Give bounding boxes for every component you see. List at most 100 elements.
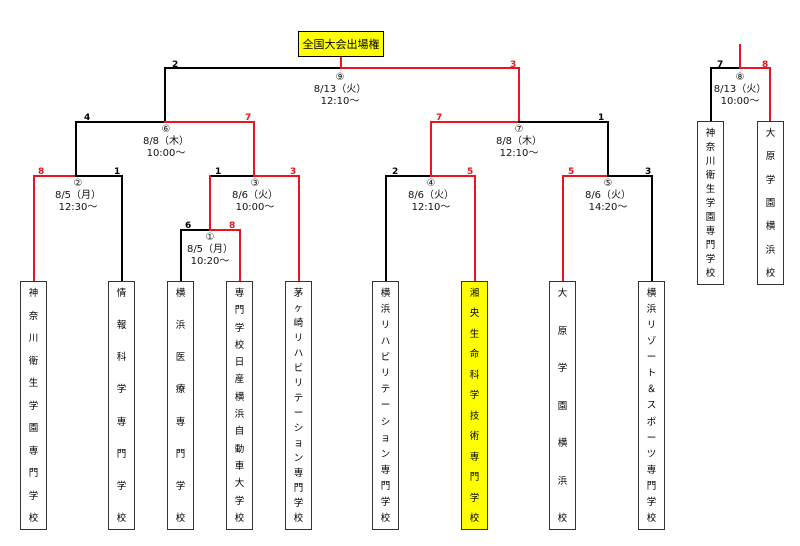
team-name-char: 科 xyxy=(116,352,127,364)
team-name-char: テ xyxy=(380,384,391,396)
team-name-char: 浜 xyxy=(765,244,776,256)
score-m6-right: 7 xyxy=(245,113,252,123)
match-time: 12:10～ xyxy=(499,148,539,159)
team-name-char: シ xyxy=(293,423,304,434)
match-info-m5: ⑤ 8/6（火） 14:20～ xyxy=(568,178,648,214)
team-name-char: 川 xyxy=(705,156,716,167)
score-m3-left: 1 xyxy=(215,167,222,177)
team-name-char: 校 xyxy=(705,268,716,279)
team-name-char: ー xyxy=(380,400,391,412)
team-name-char: 横 xyxy=(765,221,776,233)
team-name-char: 技 xyxy=(469,410,480,422)
match-time: 10:00～ xyxy=(146,148,186,159)
team-name-char: 校 xyxy=(116,512,127,524)
team-name-char: シ xyxy=(380,416,391,428)
team-name-char: ハ xyxy=(293,348,304,359)
score-m2-left: 8 xyxy=(38,167,45,177)
team-name-char: 学 xyxy=(175,480,186,492)
team-name-char: 門 xyxy=(705,240,716,251)
team-name-char: リ xyxy=(646,320,657,332)
match-number: ④ xyxy=(426,178,436,189)
team-name-char: ス xyxy=(646,400,657,412)
team-name-char: 校 xyxy=(646,512,657,524)
match-date: 8/8（木） xyxy=(495,136,543,147)
team-name-char: 横 xyxy=(557,438,568,449)
team-name-char: ヶ xyxy=(293,303,304,314)
team-name-char: ョ xyxy=(293,438,304,449)
team-name-char: ポ xyxy=(646,416,657,428)
team-name-char: 門 xyxy=(234,305,245,317)
team-name-char: 学 xyxy=(380,496,391,508)
match-info-m2: ② 8/5（月） 12:30～ xyxy=(38,178,118,214)
match-info-m4: ④ 8/6（火） 12:10～ xyxy=(391,178,471,214)
team-name-char: 神 xyxy=(705,128,716,139)
team-name-char: ー xyxy=(646,352,657,364)
team-name-char: 学 xyxy=(116,384,127,396)
score-m5-left: 5 xyxy=(568,167,575,177)
score-m7-left: 7 xyxy=(436,113,443,123)
team-name-char: 日 xyxy=(234,357,245,369)
match-date: 8/5（月） xyxy=(186,244,234,255)
team-box: 横浜リゾート＆スポーツ専門学校 xyxy=(638,281,665,530)
national-qualification-box: 全国大会出場権 xyxy=(298,31,384,57)
team-name-char: 門 xyxy=(380,480,391,492)
team-name-char: ゾ xyxy=(646,336,657,348)
team-name-char: 校 xyxy=(234,339,245,351)
match-date: 8/8（木） xyxy=(142,136,190,147)
team-name-char: 学 xyxy=(28,400,39,412)
team-name-char: 大 xyxy=(234,478,245,490)
team-name-char: 専 xyxy=(646,464,657,476)
team-name-char: ビ xyxy=(380,352,391,364)
team-name-char: ツ xyxy=(646,448,657,460)
score-m8-right: 8 xyxy=(762,60,769,70)
team-name-char: 浜 xyxy=(557,475,568,487)
team-name-char: 衛 xyxy=(28,355,39,367)
team-name-char: リ xyxy=(293,333,304,344)
team-name-char: 浜 xyxy=(175,320,186,332)
team-name-char: 校 xyxy=(28,513,39,524)
team-box: 大原学園横浜校 xyxy=(757,121,784,285)
team-name-char: 学 xyxy=(765,174,776,186)
match-date: 8/13（火） xyxy=(713,84,767,95)
team-name-char: 校 xyxy=(380,512,391,524)
match-number: ⑥ xyxy=(161,124,171,135)
team-name-char: 浜 xyxy=(380,304,391,316)
team-name-char: ー xyxy=(646,432,657,444)
team-name-char: 生 xyxy=(469,328,480,340)
score-m3-right: 3 xyxy=(290,167,297,177)
team-name-char: 産 xyxy=(234,374,245,386)
team-name-char: 生 xyxy=(705,184,716,195)
team-name-char: 大 xyxy=(557,288,568,299)
match-date: 8/13（火） xyxy=(313,84,367,95)
team-name-char: 門 xyxy=(116,448,127,460)
team-name-char: 浜 xyxy=(646,304,657,316)
team-box: 横浜リハビリテーション専門学校 xyxy=(372,281,399,530)
team-name-char: 横 xyxy=(234,391,245,403)
team-name-char: リ xyxy=(293,378,304,389)
team-name-char: 園 xyxy=(705,212,716,223)
team-name-char: 門 xyxy=(646,480,657,492)
match-date: 8/6（火） xyxy=(231,190,279,201)
team-name-char: 園 xyxy=(28,423,39,434)
team-name-char: 校 xyxy=(765,267,776,279)
team-name-char: 車 xyxy=(234,460,245,472)
match-number: ② xyxy=(73,178,83,189)
score-m6-left: 4 xyxy=(84,113,91,123)
match-number: ⑤ xyxy=(603,178,613,189)
score-m4-left: 2 xyxy=(392,167,399,177)
match-number: ⑧ xyxy=(735,72,745,83)
team-name-char: 医 xyxy=(175,352,186,364)
team-name-char: 専 xyxy=(234,288,245,299)
team-name-char: ン xyxy=(293,453,304,464)
match-info-m7: ⑦ 8/8（木） 12:10～ xyxy=(479,124,559,160)
team-box: 茅ヶ崎リハビリテーション専門学校 xyxy=(285,281,312,530)
team-name-char: 学 xyxy=(469,492,480,504)
team-name-char: ョ xyxy=(380,432,391,444)
team-name-char: 門 xyxy=(175,448,186,460)
team-name-char: リ xyxy=(380,320,391,332)
team-name-char: 学 xyxy=(293,498,304,509)
team-name-char: 専 xyxy=(28,445,39,457)
team-box-highlighted: 湘央生命科学技術専門学校 xyxy=(461,281,488,530)
match-time: 12:30～ xyxy=(58,202,98,213)
match-info-m8: ⑧ 8/13（火） 10:00～ xyxy=(700,72,780,108)
